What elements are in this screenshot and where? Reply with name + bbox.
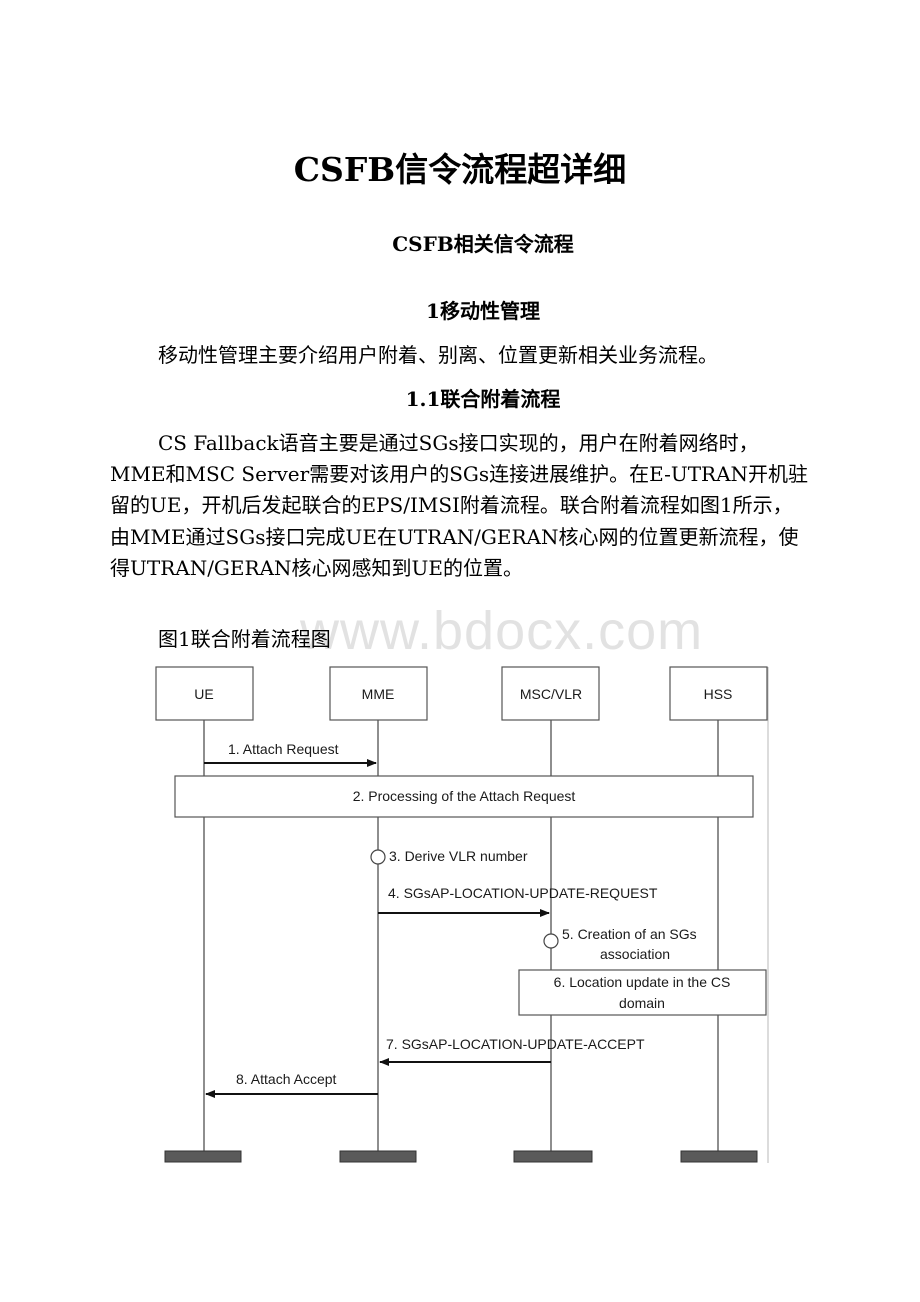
entity-mme-label: MME [362,686,395,702]
step-3-circle [370,849,386,865]
step-6-box [518,969,767,1016]
step-5-label-line2: association [600,946,670,962]
step-3-label: 3. Derive VLR number [389,848,528,864]
step-5-label-line1: 5. Creation of an SGs [562,926,697,942]
heading-mobility-management: 1移动性管理 [426,299,540,323]
section-title: CSFB相关信令流程 [392,232,574,256]
entity-mme: MME [329,666,428,721]
step-6-label-line2: domain [619,995,665,1011]
entity-ue-label: UE [194,686,213,702]
step-2-label: 2. Processing of the Attach Request [353,788,576,804]
heading-combined-attach: 1.1联合附着流程 [405,387,561,411]
ue-footer-bar [164,1150,242,1163]
step-7-label: 7. SGsAP-LOCATION-UPDATE-ACCEPT [386,1036,645,1052]
hss-footer-bar [680,1150,758,1163]
entity-hss: HSS [669,666,768,721]
step-1-label: 1. Attach Request [228,741,339,757]
entity-msc-vlr-label: MSC/VLR [520,686,582,702]
entity-ue: UE [155,666,254,721]
body-paragraph: CS Fallback语音主要是通过SGs接口实现的，用户在附着网络时，MME和… [110,431,809,580]
mme-footer-bar [339,1150,417,1163]
entity-msc-vlr: MSC/VLR [501,666,600,721]
entity-hss-label: HSS [704,686,733,702]
step-4-label: 4. SGsAP-LOCATION-UPDATE-REQUEST [388,885,658,901]
step-2-box [174,775,754,818]
intro-paragraph: 移动性管理主要介绍用户附着、别离、位置更新相关业务流程。 [158,343,718,367]
document-title: CSFB信令流程超详细 [293,150,627,189]
step-8-label: 8. Attach Accept [236,1071,337,1087]
watermark: www.bdocx.com [300,601,704,661]
figure-caption: 图1联合附着流程图 [158,627,331,651]
msc-vlr-footer-bar [513,1150,593,1163]
step-6-label-line1: 6. Location update in the CS [554,974,731,990]
step-5-circle [543,933,559,949]
